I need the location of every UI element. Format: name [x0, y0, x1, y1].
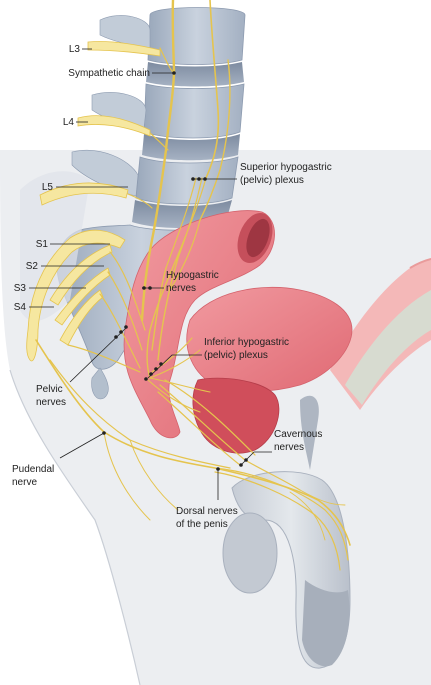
annotation-l4: L4 [63, 117, 88, 128]
label-s3: S3 [14, 283, 27, 294]
annotation-s2: S2 [26, 261, 104, 272]
annotation-s3: S3 [14, 283, 86, 294]
label-l5: L5 [42, 182, 54, 193]
annotation-l5: L5 [42, 182, 128, 193]
annotation-l3: L3 [69, 44, 92, 55]
label-pudendal-line1: Pudendal [12, 464, 54, 475]
label-superior-hypogastric-line1: Superior hypogastric [240, 162, 332, 173]
label-cavernous-line1: Cavernous [274, 429, 322, 440]
nerve-roots [26, 41, 161, 362]
annotation-dorsal-nerves: Dorsal nerves of the penis [176, 467, 238, 530]
thigh-region [330, 258, 431, 410]
annotation-s4: S4 [14, 302, 54, 313]
annotation-pudendal-nerve: Pudendal nerve [12, 431, 106, 488]
label-s1: S1 [36, 239, 49, 250]
label-superior-hypogastric-line2: (pelvic) plexus [240, 175, 304, 186]
annotation-inferior-hypogastric: Inferior hypogastric (pelvic) plexus [144, 337, 289, 381]
annotation-s1: S1 [36, 239, 110, 250]
annotation-hypogastric-nerves: Hypogastric nerves [142, 270, 219, 294]
label-s4: S4 [14, 302, 27, 313]
label-hypogastric-line1: Hypogastric [166, 270, 219, 281]
annotation-cavernous-nerves: Cavernous nerves [239, 429, 322, 467]
label-sympathetic-chain: Sympathetic chain [68, 68, 150, 79]
label-s2: S2 [26, 261, 39, 272]
label-pelvic-line2: nerves [36, 397, 66, 408]
label-l3: L3 [69, 44, 81, 55]
label-dorsal-line1: Dorsal nerves [176, 506, 238, 517]
annotation-sympathetic-chain: Sympathetic chain [68, 68, 176, 79]
label-dorsal-line2: of the penis [176, 519, 228, 530]
annotation-pelvic-nerves: Pelvic nerves [36, 325, 128, 408]
label-inferior-hypogastric-line1: Inferior hypogastric [204, 337, 289, 348]
label-pudendal-line2: nerve [12, 477, 37, 488]
label-cavernous-line2: nerves [274, 442, 304, 453]
annotation-superior-hypogastric: Superior hypogastric (pelvic) plexus [191, 162, 332, 186]
label-l4: L4 [63, 117, 75, 128]
label-hypogastric-line2: nerves [166, 283, 196, 294]
label-pelvic-line1: Pelvic [36, 384, 63, 395]
nerve-network [35, 0, 351, 571]
label-inferior-hypogastric-line2: (pelvic) plexus [204, 350, 268, 361]
